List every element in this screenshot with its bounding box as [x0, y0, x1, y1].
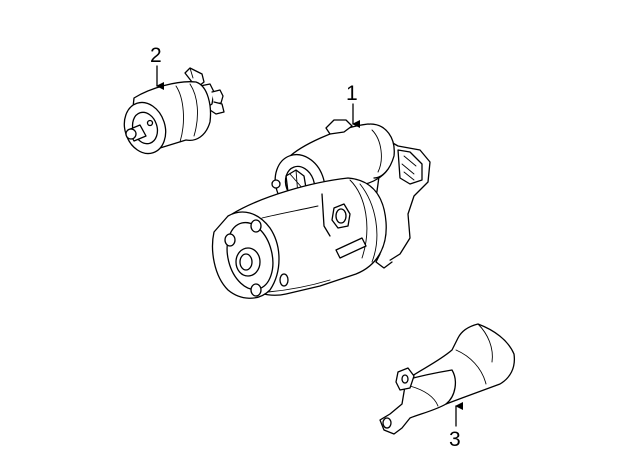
callout-1-label: 1 — [346, 82, 358, 105]
callout-3-label: 3 — [449, 428, 461, 451]
callout-1: 1 — [346, 82, 360, 128]
callout-3: 3 — [449, 402, 463, 451]
starter-motor-part[interactable] — [211, 119, 431, 299]
solenoid-part[interactable] — [118, 67, 225, 159]
callout-2-label: 2 — [150, 44, 162, 67]
callout-2: 2 — [150, 44, 164, 90]
heat-shield-part[interactable] — [379, 323, 516, 435]
